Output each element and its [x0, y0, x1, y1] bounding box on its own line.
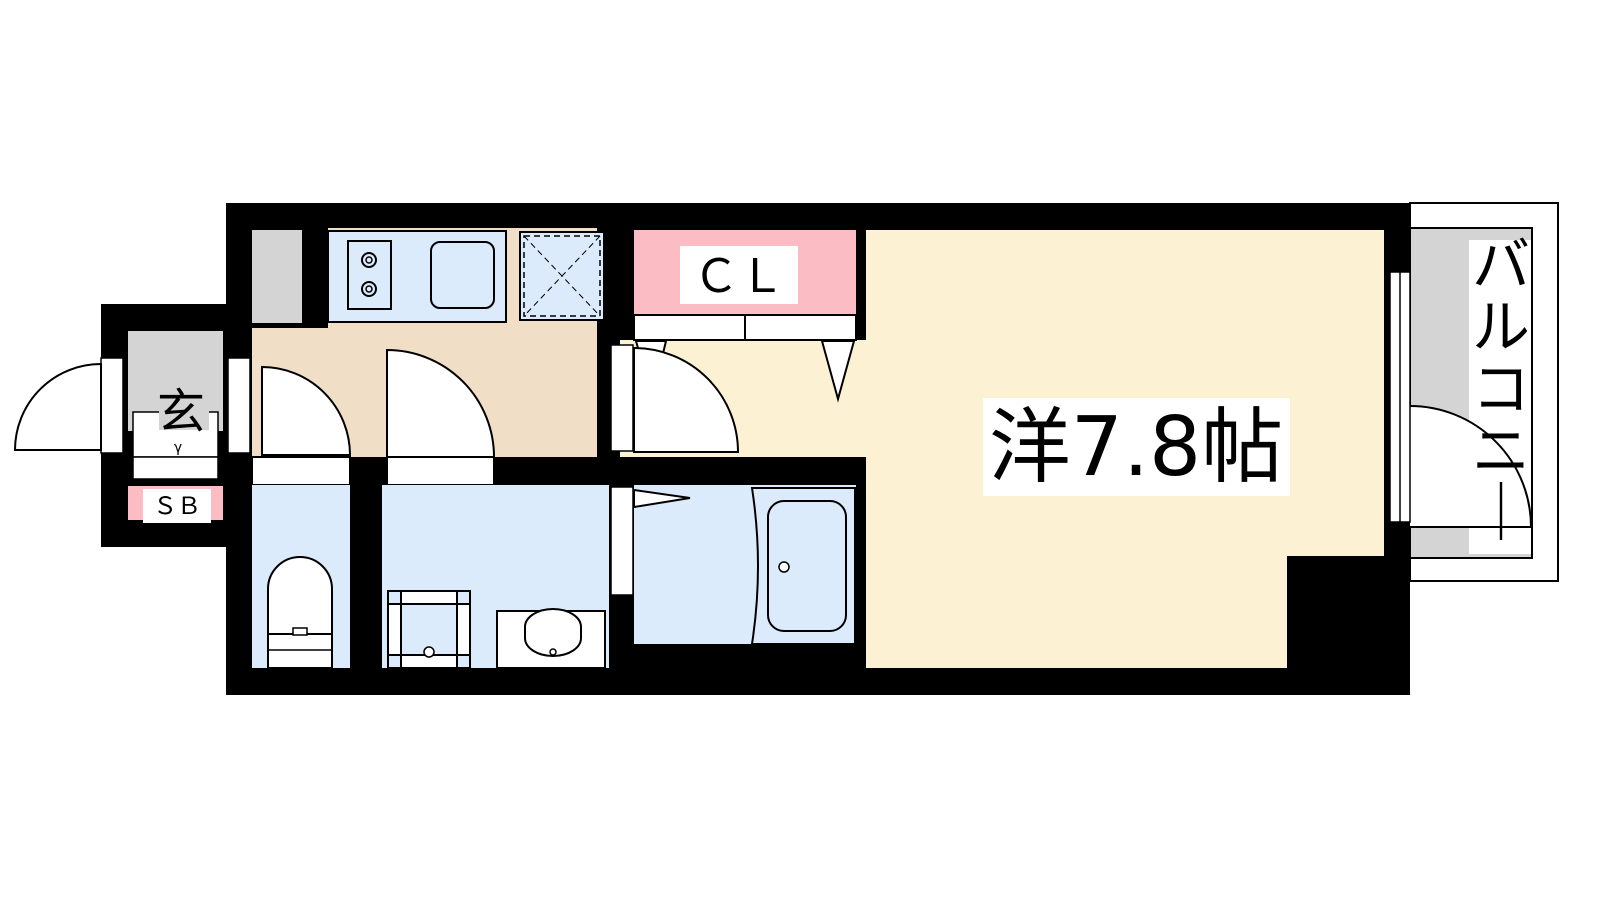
fridge-space-icon [519, 231, 605, 321]
door-swing-icon [820, 340, 856, 403]
kitchen [252, 228, 605, 458]
entrance: 玄 γ [13, 331, 251, 480]
balcony-label-char: ル [1472, 293, 1530, 361]
shoe-box-label: ＳＢ [153, 492, 201, 520]
balcony-label-char: バ [1472, 231, 1530, 299]
balcony [1409, 202, 1559, 582]
balcony-label-char: ニ [1472, 417, 1530, 485]
main-room-label: 洋7.8帖 [989, 400, 1283, 495]
closet-label: ＣＬ [693, 249, 785, 303]
door-swing-icon [633, 346, 740, 453]
balcony-label-char: コ [1472, 355, 1530, 423]
door-swing-icon [261, 365, 352, 456]
entrance-label: 玄 [157, 384, 205, 440]
door-swing-icon [633, 488, 691, 509]
balcony-label-char: ｜ [1472, 479, 1530, 547]
wall-pier [252, 230, 302, 323]
door-swing-icon [13, 362, 102, 451]
stove-icon [347, 240, 392, 310]
toilet-room [251, 456, 351, 669]
sink-icon [430, 241, 495, 309]
closet: ＣＬ [633, 230, 857, 403]
door-swing-icon [386, 348, 496, 458]
bathroom [610, 485, 856, 645]
entrance-step-mark: γ [174, 440, 182, 456]
door-swing-icon [1409, 405, 1533, 528]
toilet-icon [267, 556, 333, 669]
shoe-box: ＳＢ [128, 486, 223, 523]
washer-icon [387, 590, 471, 669]
washbasin-icon [496, 608, 606, 669]
bathtub-icon [750, 487, 856, 645]
washroom [382, 456, 609, 669]
